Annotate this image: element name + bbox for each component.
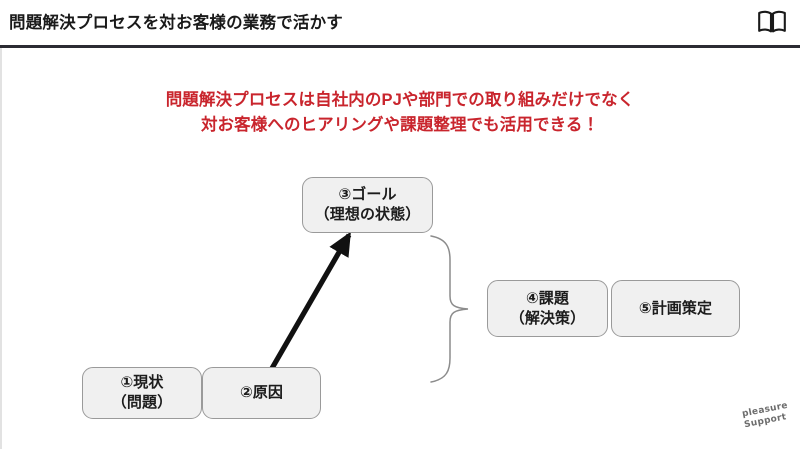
node-cause[interactable]: ②原因 xyxy=(202,367,321,419)
lead-message-line-2: 対お客様へのヒアリングや課題整理でも活用できる！ xyxy=(200,116,600,134)
left-edge-rule xyxy=(0,48,2,449)
slide-header: 問題解決プロセスを対お客様の業務で活かす xyxy=(0,0,800,48)
header-divider xyxy=(0,45,800,48)
node-current-state[interactable]: ①現状 （問題） xyxy=(82,367,202,419)
page-title: 問題解決プロセスを対お客様の業務で活かす xyxy=(9,14,343,32)
node-planning[interactable]: ⑤計画策定 xyxy=(611,280,740,337)
lead-message: 問題解決プロセスは自社内のPJや部門での取り組みだけでなく 対お客様へのヒアリン… xyxy=(0,88,800,138)
node-goal[interactable]: ③ゴール （理想の状態） xyxy=(302,177,433,233)
node-issue[interactable]: ④課題 （解決策） xyxy=(487,280,608,337)
lead-message-line-1: 問題解決プロセスは自社内のPJや部門での取り組みだけでなく xyxy=(165,91,635,109)
open-book-icon xyxy=(757,9,787,35)
